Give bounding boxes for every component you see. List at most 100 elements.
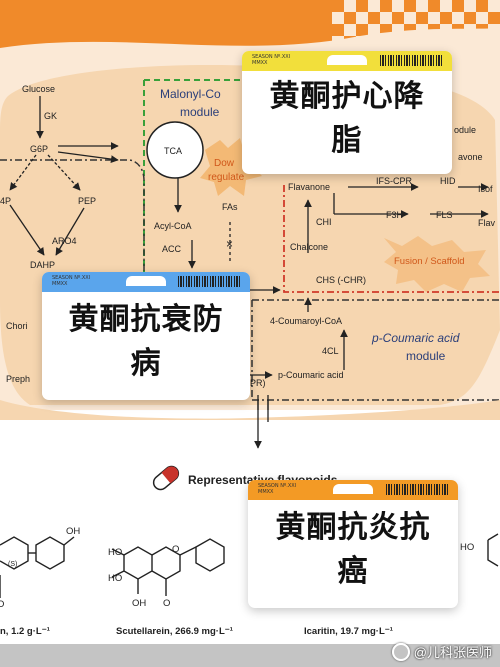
card-title: 黄酮抗衰防 病 (68, 302, 224, 381)
label-module-right: odule (454, 125, 476, 135)
label-tca: TCA (164, 146, 182, 156)
checker-square (416, 24, 428, 36)
label-oh-bottom: OH (132, 598, 146, 609)
label-aro4: ARO4 (52, 236, 77, 246)
label-fas: FAs (222, 202, 238, 212)
checker-square (416, 0, 428, 12)
module-frame-dark (0, 159, 500, 401)
label-pcoumaric-acid: p-Coumaric acid (278, 370, 344, 380)
checker-square (476, 12, 488, 24)
checker-square (476, 36, 488, 48)
card-title: 黄酮抗炎抗 癌 (275, 510, 431, 589)
label-glucose: Glucose (22, 84, 55, 94)
barcode-icon (380, 55, 442, 66)
checker-square (344, 24, 356, 36)
checker-square (368, 24, 380, 36)
label-ho-top: HO (108, 547, 122, 558)
label-dahp: DAHP (30, 260, 55, 270)
checker-square (404, 36, 416, 48)
label-flavanone: Flavanone (288, 182, 330, 192)
capsule-icon (152, 465, 180, 491)
checker-square (488, 24, 500, 36)
label-pr: PR) (250, 378, 266, 388)
watermark-logo-icon (391, 642, 410, 661)
label-ho-mid: HO (108, 573, 122, 584)
label-flav: Flav (478, 218, 496, 228)
label-malonyl: Malonyl-Co (160, 87, 221, 101)
label-o-mid: O (163, 598, 170, 609)
caption-middle: Scutellarein, 266.9 mg·L⁻¹ (116, 626, 233, 637)
barcode-icon (386, 484, 448, 495)
card-tab (327, 55, 367, 65)
checker-square (332, 36, 344, 48)
label-module-bottom: module (406, 349, 446, 363)
label-avone: avone (458, 152, 483, 162)
checker-square (392, 0, 404, 12)
label-g6p: G6P (30, 144, 48, 154)
fusion-burst (384, 236, 490, 292)
card-tab (126, 276, 166, 286)
watermark-text: @儿科张医师 (413, 645, 492, 660)
label-pep: PEP (78, 196, 96, 206)
checker-square (356, 12, 368, 24)
checker-square (488, 0, 500, 12)
label-dow: Dow (214, 158, 235, 169)
checker-square (368, 0, 380, 12)
label-pcoumaric-module: p-Coumaric acid (371, 331, 460, 345)
checker-square (452, 36, 464, 48)
label-hid: HID (440, 176, 456, 186)
lower-panel-curve (0, 400, 500, 420)
checker-square (440, 24, 452, 36)
label-module-left: module (180, 105, 220, 119)
label-chi: CHI (316, 217, 332, 227)
tca-node (146, 121, 204, 179)
svg-text:×: × (226, 237, 233, 251)
caption-right: Icaritin, 19.7 mg·L⁻¹ (304, 626, 393, 637)
checker-square (464, 24, 476, 36)
label-s: (S) (8, 561, 17, 568)
label-ho-right: HO (460, 542, 474, 553)
label-fls: FLS (436, 210, 453, 220)
label-regulate: regulate (208, 172, 245, 183)
label-o-mid2: O (172, 544, 179, 555)
label-4cl: 4CL (322, 346, 339, 356)
checker-square (380, 12, 392, 24)
label-f3h: F3H (386, 210, 403, 220)
checker-square (344, 0, 356, 12)
label-preph: Preph (6, 374, 30, 384)
caption-left: n, 1.2 g·L⁻¹ (0, 626, 50, 637)
checker-square (464, 0, 476, 12)
checker-square (404, 12, 416, 24)
label-o-left: O (0, 599, 4, 610)
checker-square (428, 12, 440, 24)
label-acc: ACC (162, 244, 182, 254)
label-oh-left: OH (66, 526, 80, 537)
checker-square (356, 36, 368, 48)
label-4p: 4P (0, 196, 11, 206)
label-isof: Isof (478, 184, 493, 194)
bottom-fade (0, 644, 500, 667)
label-ifscpr: IFS-CPR (376, 176, 413, 186)
label-coumaroylcoa: 4-Coumaroyl-CoA (270, 316, 342, 326)
checker-square (440, 0, 452, 12)
checker-square (380, 36, 392, 48)
label-fusion: Fusion / Scaffold (394, 256, 465, 267)
label-gk: GK (44, 111, 57, 121)
card-tab (333, 484, 373, 494)
checker-square (428, 36, 440, 48)
label-chori: Chori (6, 321, 28, 331)
label-acylcoa: Acyl-CoA (154, 221, 192, 231)
card-title: 黄酮护心降 脂 (269, 79, 425, 158)
watermark: @儿科张医师 (391, 642, 492, 661)
label-chalcone: Chalcone (290, 242, 328, 252)
barcode-icon (178, 276, 240, 287)
